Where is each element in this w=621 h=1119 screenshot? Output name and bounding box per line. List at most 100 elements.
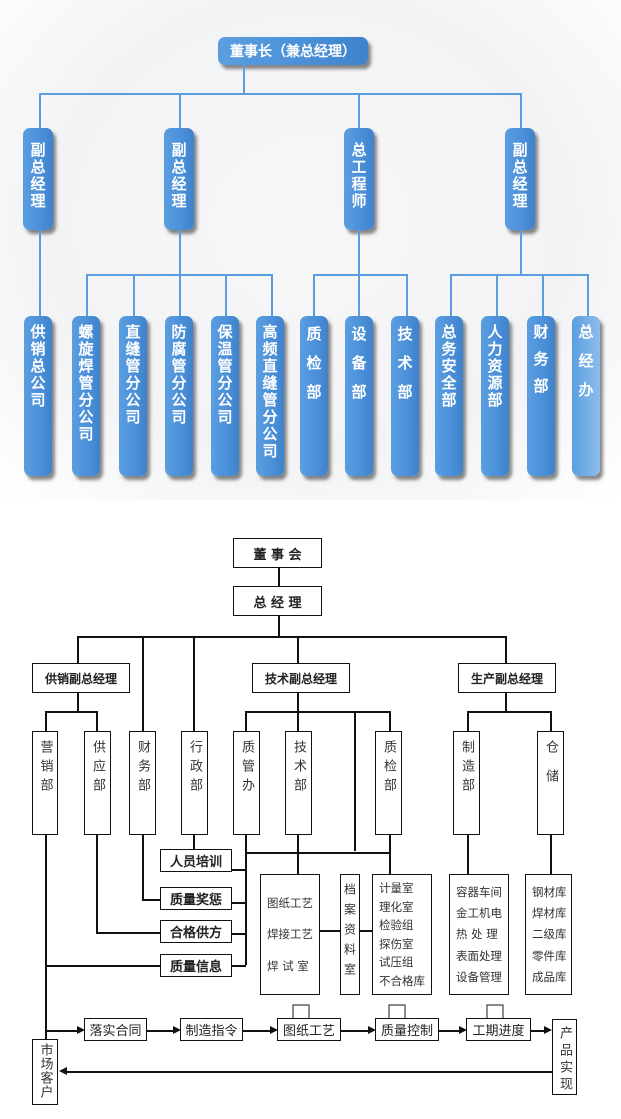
connector [77,636,506,638]
dept-box: 营销部 [32,731,58,835]
connector [297,693,299,734]
tech-unit-box: 图纸工艺 焊接工艺 焊 试 室 [260,874,320,995]
connector [467,711,551,713]
connector [278,616,280,637]
connector [133,274,135,316]
connector [245,835,247,965]
connector [142,899,161,901]
connector [271,274,273,316]
connector [179,93,181,128]
unit-box: 保温管分公司 [211,316,239,476]
connector [550,711,552,734]
market-customer-box: 市场客户 [32,1039,58,1105]
connector [520,93,522,128]
connector [45,835,47,1050]
arrow-right-icon [368,1026,376,1034]
connector [450,274,452,316]
connector [45,711,97,713]
arrow-right-icon [459,1026,467,1034]
connector [358,93,360,128]
org-chart-blue: 董事长（兼总经理） 副总经理 副总经理 总工程师 副总经理 供销总公司 螺旋焊管… [0,0,621,500]
flow-step-box: 落实合同 [84,1018,147,1041]
vp-production-box: 生产副总经理 [458,663,556,693]
arrow-right-icon [173,1026,181,1034]
arrow-left-icon [59,1067,67,1075]
flow-step-box: 制造指令 [180,1018,243,1041]
unit-box: 质检部 [300,316,328,476]
connector [389,711,391,734]
flow-step-box: 工期进度 [466,1018,531,1041]
flow-arrow [531,1030,545,1032]
connector [96,835,98,933]
connector [320,930,340,932]
connector [86,274,88,316]
unit-box: 设备部 [345,316,373,476]
dept-box: 质管办 [233,731,260,835]
vp-box-1: 副总经理 [23,128,53,230]
mfg-unit-box: 容器车间 金工机电 热 处 理 表面处理 设备管理 [449,874,509,995]
connector [245,711,247,734]
connector [358,230,360,316]
connector [354,711,356,851]
dept-box: 财务部 [129,731,156,835]
connector [360,930,373,932]
vp-box-2: 副总经理 [164,128,194,230]
flow-step-box: 质量控制 [375,1018,439,1041]
qc-unit-box: 计量室 理化室 检验组 探伤室 试压组 不合格库 [372,874,432,995]
chief-engineer-box: 总工程师 [344,128,374,230]
connector [243,65,245,94]
chairman-box: 董事长（兼总经理） [218,37,368,65]
dept-box: 行政部 [181,731,208,835]
dept-box: 制造部 [453,731,480,835]
vp-tech-box: 技术副总经理 [252,663,350,693]
unit-box: 总务安全部 [435,316,463,476]
connector [496,274,498,316]
connector [39,230,41,316]
connector [505,636,507,664]
connector [550,835,552,875]
connector [297,835,299,875]
unit-box: 防腐管分公司 [165,316,193,476]
unit-box: 财务部 [527,316,555,476]
connector [278,568,280,586]
unit-box: 总经办 [572,316,600,476]
unit-box: 技术部 [391,316,419,476]
flow-arrow [341,1030,369,1032]
unit-box: 直缝管分公司 [119,316,147,476]
vp-sales-box: 供销副总经理 [32,663,130,693]
flow-arrow [45,1030,78,1032]
dept-box: 仓储 [537,731,564,835]
connector [142,835,144,900]
connector [39,93,520,95]
vp-box-3: 副总经理 [505,128,535,230]
connector [297,636,299,664]
connector [245,711,390,713]
connector [232,902,246,904]
connector [505,693,507,712]
board-box: 董 事 会 [233,538,322,568]
connector [313,274,315,316]
connector [232,965,246,967]
function-box: 合格供方 [160,920,232,943]
connector [179,230,181,316]
connector [77,636,79,664]
connector [389,835,391,875]
function-box: 质量信息 [160,954,232,977]
connector [232,933,246,935]
connector [245,852,390,854]
connector [520,230,522,275]
connector [96,932,161,934]
archive-box: 档案资料室 [340,874,360,995]
dept-box: 技术部 [285,731,312,835]
flow-arrow [439,1030,460,1032]
connector [225,274,227,316]
org-chart-process: 董 事 会 总 经 理 供销副总经理 技术副总经理 生产副总经理 营销部 供应部… [0,520,621,1119]
unit-box: 高频直缝管分公司 [256,316,284,476]
connector [193,636,195,734]
connector [77,693,79,712]
connector [467,711,469,734]
arrow-right-icon [544,1026,552,1034]
connector [313,274,408,276]
connector [542,274,544,316]
flow-arrow [147,1030,174,1032]
